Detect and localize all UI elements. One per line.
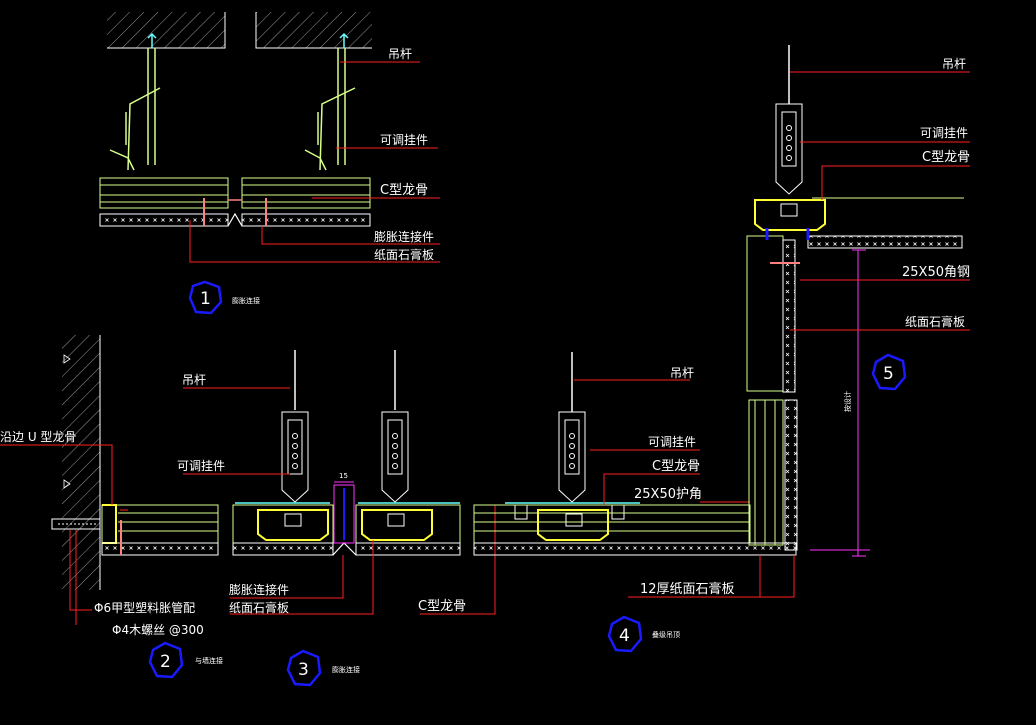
wall-keel-band <box>101 504 219 544</box>
label-gypsum-board-5: 纸面石膏板 <box>905 314 965 329</box>
label-gypsum-board: 纸面石膏板 <box>374 247 434 262</box>
detail-bubble-1 <box>188 280 223 315</box>
caption-4: 叠级吊顶 <box>652 630 680 639</box>
c-channel <box>537 509 609 541</box>
connector-block <box>387 513 405 527</box>
caption-1: 膨胀连接 <box>232 296 260 305</box>
slab-hatch-right <box>256 12 372 48</box>
plastic-anchor <box>51 518 101 530</box>
label-angle-steel: 25X50角钢 <box>902 265 970 280</box>
slab-edge-left <box>107 12 226 49</box>
detail-3: 15 吊杆 可调挂件 膨胀连接件 纸面石膏板 C型龙骨 3 膨胀连接 <box>177 350 496 687</box>
label-u-keel: 沿边 U 型龙骨 <box>0 430 76 444</box>
wall-hatch <box>62 335 100 590</box>
label-expansion-connector: 膨胀连接件 <box>374 229 434 244</box>
caption-3: 膨胀连接 <box>332 665 360 674</box>
gypsum-board-top-5 <box>807 235 963 249</box>
label-height-dim: 按设计 <box>843 391 852 412</box>
bubble-number-1: 1 <box>200 289 211 309</box>
gypsum-board-left-3 <box>232 542 334 556</box>
bubble-number-5: 5 <box>883 364 894 384</box>
leaders-1 <box>189 61 440 263</box>
expansion-joint <box>227 212 243 227</box>
slab-edge-right <box>255 12 372 49</box>
c-keel-band <box>99 177 371 209</box>
anchor-bolt-icon <box>147 32 157 48</box>
bubble-number-3: 3 <box>298 660 309 680</box>
label-expansion-connector-3: 膨胀连接件 <box>229 582 289 597</box>
caption-2: 与墙连接 <box>195 656 223 665</box>
connector-block <box>284 513 302 527</box>
hanger-right <box>304 48 356 171</box>
label-hanger-rod: 吊杆 <box>388 47 412 61</box>
u-keel <box>102 504 117 544</box>
bubble-number-4: 4 <box>619 626 630 646</box>
gypsum-board-left <box>99 213 229 227</box>
c-channel <box>361 509 433 541</box>
detail-2: 沿边 U 型龙骨 Φ6甲型塑料胀管配 Φ4木螺丝 @300 2 与墙连接 <box>0 335 223 679</box>
detail-bubble-2 <box>148 641 184 679</box>
detail-bubble-5 <box>871 353 907 391</box>
leaders-5 <box>790 71 970 331</box>
vertical-board-lower <box>784 399 798 551</box>
detail-5: 按设计 吊杆 可调挂件 C型龙骨 25X50角钢 纸面石膏板 5 <box>746 45 970 557</box>
label-hanger-rod-3: 吊杆 <box>182 373 206 387</box>
c-channel <box>257 509 329 541</box>
gap-frame <box>333 484 355 544</box>
label-c-keel-5: C型龙骨 <box>922 150 970 165</box>
gypsum-board-right <box>241 213 371 227</box>
adjustable-hanger-pair <box>281 411 409 503</box>
label-hanger-rod-4: 吊杆 <box>670 366 694 380</box>
label-c-keel-3: C型龙骨 <box>418 599 466 614</box>
gypsum-board-right-3 <box>355 542 461 556</box>
expansion-joint <box>332 542 357 556</box>
label-c-keel-4: C型龙骨 <box>652 459 700 474</box>
adjustable-hanger <box>558 411 586 503</box>
leaders-2 <box>0 444 128 625</box>
wall-marker-icon <box>63 354 71 489</box>
adjustable-hanger <box>775 103 803 195</box>
vertical-board <box>782 239 796 393</box>
label-c-keel: C型龙骨 <box>380 183 428 198</box>
connector-block <box>780 203 798 217</box>
vertical-keel <box>746 235 784 546</box>
label-gap-dim: 15 <box>339 472 348 480</box>
label-adjustable-hanger-3: 可调挂件 <box>177 459 225 473</box>
c-channel <box>754 199 826 231</box>
leaders-4 <box>574 379 795 598</box>
label-plastic-anchor: Φ6甲型塑料胀管配 <box>94 600 195 615</box>
label-hanger-rod-5: 吊杆 <box>942 57 966 71</box>
wall-gypsum-board <box>101 542 219 556</box>
label-board12: 12厚纸面石膏板 <box>640 581 735 597</box>
label-adjustable-hanger-5: 可调挂件 <box>920 126 968 140</box>
screw-icon <box>203 198 267 226</box>
hanger-left <box>109 48 161 171</box>
connector-block <box>565 513 583 527</box>
bubble-number-2: 2 <box>160 652 171 672</box>
leaders-3 <box>183 387 496 615</box>
anchor-bolt-icon <box>339 32 349 48</box>
label-corner-guard: 25X50护角 <box>634 487 702 502</box>
detail-1: 吊杆 可调挂件 C型龙骨 膨胀连接件 纸面石膏板 1 膨胀连接 <box>99 12 440 315</box>
label-adjustable-hanger-4: 可调挂件 <box>648 435 696 449</box>
label-wood-screw: Φ4木螺丝 @300 <box>112 623 204 637</box>
detail-bubble-3 <box>286 649 322 687</box>
c-keel-band-4 <box>473 504 751 544</box>
gypsum-board-4 <box>473 542 797 556</box>
detail-bubble-4 <box>607 615 643 653</box>
label-gypsum-board-3: 纸面石膏板 <box>229 600 289 615</box>
detail-4: 吊杆 可调挂件 C型龙骨 25X50护角 12厚纸面石膏板 4 叠级吊顶 <box>473 352 797 653</box>
label-adjustable-hanger: 可调挂件 <box>380 133 428 147</box>
slab-hatch-left <box>107 12 225 48</box>
